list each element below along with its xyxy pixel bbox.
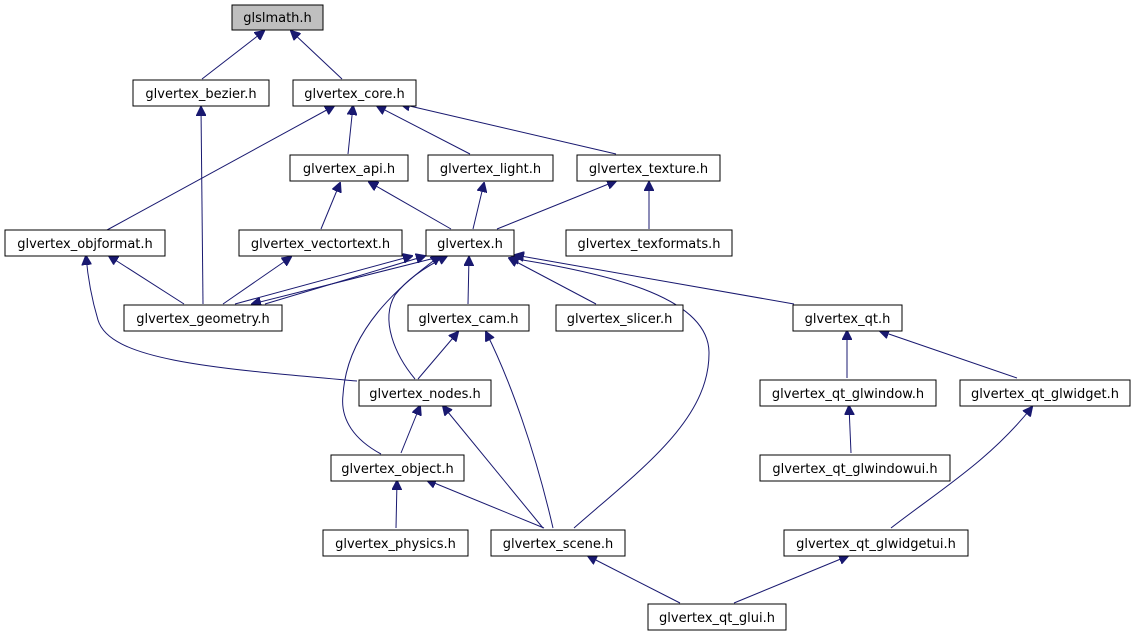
edge-scene-to-glvertex [510,258,710,529]
edge-api-to-core [348,106,353,155]
edge-qt-glwidget-to-qt [880,331,1018,379]
node-label: glvertex_vectortext.h [251,237,390,252]
edge-slicer-to-glvertex [509,258,597,305]
edge-glvertex-to-light [472,183,484,230]
node-light[interactable]: glvertex_light.h [427,154,554,182]
edge-geometry-to-objformat [109,256,185,305]
edge-qt-glwindowui-to-qt-glwindow [849,406,851,454]
edge-objformat-to-core [106,106,334,231]
node-label: glvertex_physics.h [335,537,456,552]
edge-texture-to-core [401,104,617,155]
node-label: glvertex_scene.h [503,537,614,552]
node-physics[interactable]: glvertex_physics.h [322,529,469,557]
node-slicer[interactable]: glvertex_slicer.h [555,304,684,332]
nodes: glslmath.h glvertex_bezier.h glvertex_co… [4,4,1131,631]
edge-geometry-to-glvertex [234,256,412,305]
node-scene[interactable]: glvertex_scene.h [490,529,626,557]
node-vectortext[interactable]: glvertex_vectortext.h [238,229,403,257]
node-label: glvertex_qt_glwindow.h [772,387,924,402]
edge-scene-to-cam [486,332,554,529]
node-label: glvertex_objformat.h [17,237,153,252]
node-label: glvertex_core.h [304,87,405,102]
edge-qt-to-glvertex [515,255,795,305]
edge-geometry-to-glvertex-2 [264,256,425,305]
node-label: glvertex_light.h [440,162,541,177]
node-glvertex[interactable]: glvertex.h [425,229,515,257]
node-label: glvertex_qt_glui.h [659,611,775,626]
node-objformat[interactable]: glvertex_objformat.h [4,229,166,257]
node-label: glvertex_geometry.h [136,312,269,327]
edge-scene-to-nodes [443,406,544,529]
node-label: glvertex.h [437,237,503,252]
edge-glvertex-to-texture [496,181,616,230]
node-label: glvertex_qt_glwidgetui.h [796,537,956,552]
node-label: glvertex_qt.h [805,312,891,327]
edge-object-to-glvertex [342,256,440,455]
edge-qt-glui-to-qt-glwidgetui [733,556,848,604]
node-bezier[interactable]: glvertex_bezier.h [132,79,270,107]
node-qt-glwidget[interactable]: glvertex_qt_glwidget.h [959,379,1131,407]
node-label: glvertex_qt_glwidget.h [971,387,1119,402]
node-qt-glwindow[interactable]: glvertex_qt_glwindow.h [759,379,937,407]
node-nodes[interactable]: glvertex_nodes.h [358,379,492,407]
node-object[interactable]: glvertex_object.h [330,454,465,482]
node-label: glvertex_qt_glwindowui.h [772,462,937,477]
node-cam[interactable]: glvertex_cam.h [407,304,530,332]
edge-geometry-to-vectortext [222,257,291,305]
edge-physics-to-object [396,481,397,529]
node-label: glvertex_nodes.h [369,387,481,402]
node-label: glvertex_texture.h [589,162,708,177]
edge-light-to-core [377,106,471,155]
edge-qt-glui-to-scene [588,556,681,604]
node-api[interactable]: glvertex_api.h [289,154,409,182]
edge-core-to-glslmath [291,31,343,80]
edge-bezier-to-glslmath [201,31,264,80]
edge-vectortext-to-api [320,183,340,230]
edge-cam-to-glvertex [468,257,469,305]
node-qt-glwindowui[interactable]: glvertex_qt_glwindowui.h [759,454,951,482]
edge-geometry-to-bezier [201,107,203,305]
edge-object-to-nodes [400,406,420,454]
node-label: glvertex_bezier.h [145,87,256,102]
node-glslmath[interactable]: glslmath.h [231,4,324,31]
node-texture[interactable]: glvertex_texture.h [576,154,721,182]
node-qt-glwidgetui[interactable]: glvertex_qt_glwidgetui.h [783,529,969,557]
node-geometry[interactable]: glvertex_geometry.h [123,304,283,332]
node-qt-glui[interactable]: glvertex_qt_glui.h [647,603,787,631]
node-texformats[interactable]: glvertex_texformats.h [565,229,733,257]
edge-glvertex-to-api [369,182,452,230]
edge-qt-glwidgetui-to-qt-glwidget [890,407,1032,529]
node-label: glvertex_api.h [303,162,395,177]
node-qt[interactable]: glvertex_qt.h [792,304,903,332]
node-label: glvertex_cam.h [418,312,518,327]
edge-nodes-to-objformat [86,256,358,382]
edge-nodes-to-cam [417,332,458,380]
node-label: glvertex_object.h [341,462,453,477]
node-label: glvertex_slicer.h [567,312,673,327]
node-label: glvertex_texformats.h [577,237,720,252]
node-label: glslmath.h [243,11,312,26]
edges [86,31,1032,604]
edge-scene-to-object [427,480,545,529]
node-core[interactable]: glvertex_core.h [292,79,417,107]
